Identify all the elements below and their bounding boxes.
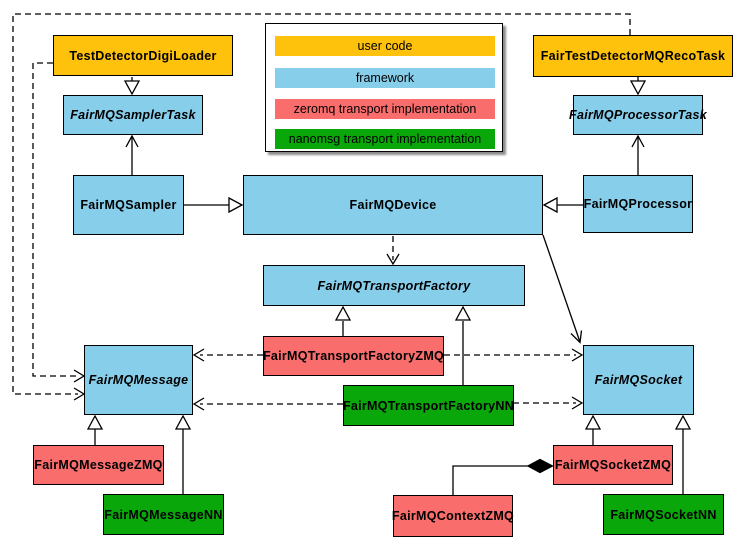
edge-digiloader-samplertask (123, 77, 141, 96)
node-test-detector-digi-loader: TestDetectorDigiLoader (53, 35, 233, 76)
edge-factorynn-socket (513, 396, 584, 410)
edge-sampler-samplertask (125, 134, 139, 175)
node-fairmq-socket-zmq: FairMQSocketZMQ (553, 445, 673, 485)
edge-device-socket (542, 234, 583, 344)
edge-messagezmq-message (86, 414, 104, 445)
edge-factoryzmq-transportfactory (334, 305, 352, 336)
edge-sampler-device (184, 196, 244, 214)
node-fairmq-processor: FairMQProcessor (583, 175, 693, 233)
edge-processor-processortask (631, 134, 645, 175)
edge-socketzmq-socket (584, 414, 602, 445)
legend-item-framework: framework (275, 68, 495, 88)
edge-recotask-processortask (629, 77, 647, 96)
legend-item-zeromq: zeromq transport implementation (275, 99, 495, 119)
node-fairmq-processor-task: FairMQProcessorTask (569, 95, 707, 135)
edge-messagenn-message (174, 414, 192, 494)
node-fairmq-context-zmq: FairMQContextZMQ (392, 495, 514, 537)
node-fairmq-transport-factory-nn: FairMQTransportFactoryNN (343, 385, 514, 426)
node-fairmq-socket: FairMQSocket (583, 345, 694, 415)
node-fair-test-detector-mq-reco-task: FairTestDetectorMQRecoTask (533, 35, 733, 77)
node-fairmq-transport-factory-zmq: FairMQTransportFactoryZMQ (263, 336, 444, 376)
edge-factorynn-message (192, 397, 343, 411)
node-fairmq-sampler: FairMQSampler (73, 175, 184, 235)
node-fairmq-message: FairMQMessage (84, 345, 193, 415)
node-fairmq-message-nn: FairMQMessageNN (103, 494, 224, 535)
node-fairmq-socket-nn: FairMQSocketNN (603, 494, 724, 535)
edge-factoryzmq-socket (444, 348, 584, 362)
edge-factorynn-transportfactory (454, 305, 472, 385)
edge-factoryzmq-message (192, 348, 263, 362)
edge-device-transportfactory (386, 236, 400, 266)
edge-socketnn-socket (674, 414, 692, 494)
node-fairmq-message-zmq: FairMQMessageZMQ (33, 445, 164, 485)
node-fairmq-sampler-task: FairMQSamplerTask (63, 95, 203, 135)
legend: user code framework zeromq transport imp… (265, 23, 503, 152)
legend-item-nanomsg: nanomsg transport implementation (275, 129, 495, 149)
node-fairmq-transport-factory: FairMQTransportFactory (263, 265, 525, 306)
node-fairmq-device: FairMQDevice (243, 175, 543, 235)
edge-processor-device (542, 196, 583, 214)
edge-contextzmq-socketzmq (452, 458, 554, 495)
legend-item-user-code: user code (275, 36, 495, 56)
